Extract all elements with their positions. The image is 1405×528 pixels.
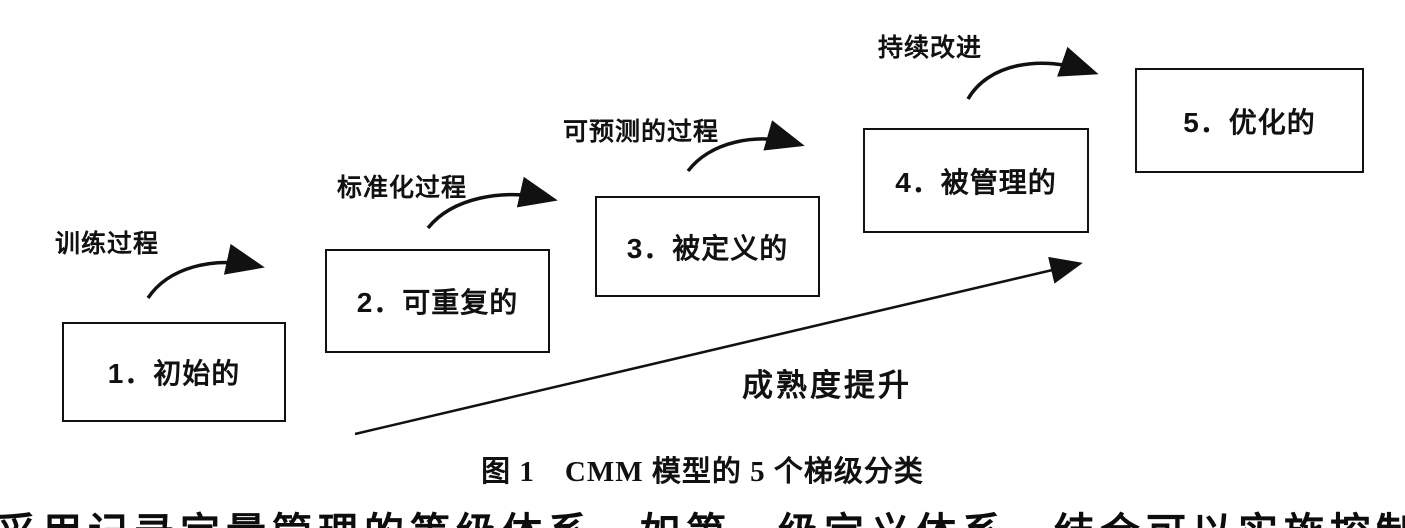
- transition-arrow-4: [966, 46, 1099, 100]
- maturity-axis-label: 成熟度提升: [742, 368, 912, 403]
- transition-label-predictable-process: 可预测的过程: [563, 118, 720, 146]
- level-label: 2．可重复的: [356, 287, 519, 318]
- level-label: 1．初始的: [107, 358, 241, 389]
- level-label: 5．优化的: [1183, 106, 1316, 138]
- maturity-axis-arrow: [354, 256, 1083, 436]
- level-label: 4．被管理的: [895, 166, 1057, 198]
- level-box-optimizing: 5．优化的: [1135, 68, 1364, 173]
- figure-caption: 图 1 CMM 模型的 5 个梯级分类: [481, 456, 924, 488]
- transition-label-standardization: 标准化过程: [337, 174, 468, 202]
- transition-label-continuous-improvement: 持续改进: [878, 34, 983, 62]
- level-box-defined: 3．被定义的: [595, 196, 820, 297]
- transition-arrow-3: [686, 120, 805, 173]
- transition-arrow-2: [426, 176, 558, 230]
- cropped-body-text-line: 采用记录定量管理的等级体系，如第一级定义体系，结合可以实施控制等改进: [0, 500, 1405, 528]
- level-box-initial: 1．初始的: [62, 322, 286, 422]
- level-label: 3．被定义的: [626, 232, 789, 264]
- level-box-repeatable: 2．可重复的: [325, 249, 550, 353]
- level-box-managed: 4．被管理的: [863, 128, 1089, 233]
- transition-arrow-1: [146, 243, 265, 299]
- transition-label-training: 训练过程: [55, 230, 160, 258]
